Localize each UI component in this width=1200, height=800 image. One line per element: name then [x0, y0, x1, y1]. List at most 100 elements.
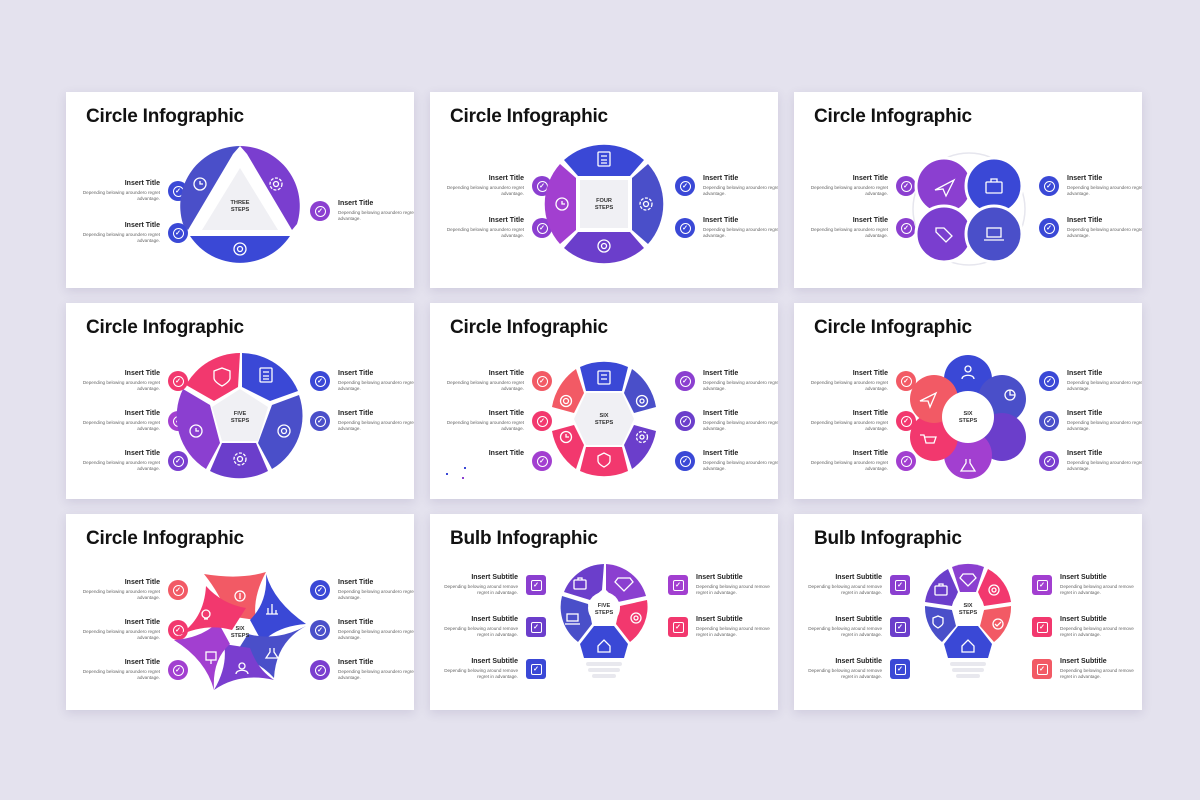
tag-icon: [935, 227, 953, 243]
check-icon: ✓: [890, 659, 910, 679]
check-icon: ✓: [526, 617, 546, 637]
center-label-1: FOUR: [596, 198, 612, 204]
bar-chart-icon: [266, 604, 278, 615]
slide-4[interactable]: Circle Infographic Insert Title Dependin…: [66, 303, 414, 499]
slide-title: Circle Infographic: [86, 106, 244, 127]
segment-left: [176, 389, 220, 469]
item-title: Insert Title: [703, 175, 739, 182]
item-desc: Depending belowing aroundero regret adva…: [810, 460, 888, 471]
bulb-thread: [586, 662, 622, 666]
center-label-1: FIVE: [598, 603, 611, 609]
list-item: Insert Title Depending belowing arounder…: [438, 175, 558, 209]
circle-bottom-right: [964, 204, 1024, 264]
check-icon: ✓: [310, 371, 330, 391]
four-steps-circle: FOUR STEPS: [544, 144, 664, 264]
check-icon: ✓: [1032, 659, 1052, 679]
item-desc: Depending belowing aroundero regret adva…: [1067, 185, 1142, 196]
list-item: Insert Title Depending belowing arounder…: [1039, 410, 1142, 444]
people-icon: [235, 662, 249, 675]
list-item: Insert Subtitle Depending belowing aroun…: [432, 574, 552, 608]
item-desc: Depending belowing aroundero regret adva…: [338, 380, 414, 391]
slide-title: Circle Infographic: [86, 528, 244, 549]
check-icon: ✓: [168, 451, 188, 471]
three-steps-circle: THREE STEPS: [180, 146, 300, 263]
item-title: Insert Subtitle: [471, 616, 518, 623]
item-title: Insert Subtitle: [696, 574, 743, 581]
item-desc: Depending belowing aroundero regret adva…: [1067, 227, 1142, 238]
item-title: Insert Title: [852, 450, 888, 457]
item-title: Insert Title: [338, 410, 374, 417]
home-icon: [961, 639, 975, 653]
check-icon: ✓: [1039, 371, 1059, 391]
lightbulb-icon: [201, 609, 211, 620]
check-icon: ✓: [890, 617, 910, 637]
segment-top-left: [925, 569, 958, 606]
segment-left: [180, 146, 240, 230]
item-title: Insert Title: [338, 619, 374, 626]
center-label-2: STEPS: [595, 205, 614, 211]
dollar-icon: [234, 590, 246, 602]
item-desc: Depending belowing around remove regret …: [444, 668, 518, 679]
item-title: Insert Title: [124, 450, 160, 457]
item-desc: Depending belowing aroundero regret adva…: [703, 185, 778, 196]
slide-2[interactable]: Circle Infographic Insert Title Dependin…: [430, 92, 778, 288]
item-title: Insert Subtitle: [1060, 658, 1107, 665]
item-desc: Depending belowing aroundero regret adva…: [703, 380, 778, 391]
segment-top: [580, 361, 628, 391]
item-desc: Depending belowing aroundero regret adva…: [1067, 460, 1142, 471]
slide-5[interactable]: Circle Infographic Insert Title Dependin…: [430, 303, 778, 499]
item-title: Insert Title: [1067, 370, 1103, 377]
slide-7[interactable]: Circle Infographic Insert Title Dependin…: [66, 514, 414, 710]
slide-8[interactable]: Bulb Infographic Insert Subtitle Dependi…: [430, 514, 778, 710]
center-label-2: STEPS: [231, 207, 250, 213]
target-icon: [233, 242, 247, 256]
gear-icon: [269, 177, 283, 191]
laptop-icon: [565, 613, 580, 625]
list-item: Insert Title Depending belowing arounder…: [802, 370, 922, 404]
segment-top: [952, 563, 984, 592]
item-desc: Depending belowing aroundero regret adva…: [338, 629, 414, 640]
item-title: Insert Title: [124, 619, 160, 626]
item-title: Insert Subtitle: [1060, 616, 1107, 623]
slide-3[interactable]: Circle Infographic Insert Title Dependin…: [794, 92, 1142, 288]
segment-top-right: [242, 353, 298, 401]
item-desc: Depending belowing aroundero regret adva…: [82, 380, 160, 391]
bulb-six-steps: SIX STEPS: [924, 563, 1012, 678]
item-desc: Depending belowing aroundero regret adva…: [810, 185, 888, 196]
list-item: Insert Title Depending belowing arounder…: [675, 370, 778, 404]
slide-6[interactable]: Circle Infographic Insert Title Dependin…: [794, 303, 1142, 499]
check-icon: ✓: [668, 617, 688, 637]
item-title: Insert Title: [124, 370, 160, 377]
lifebuoy-icon: [559, 394, 573, 408]
list-item: Insert Title Depending belowing arounder…: [310, 579, 414, 613]
list-item: Insert Subtitle Depending belowing aroun…: [796, 616, 916, 650]
item-desc: Depending belowing aroundero regret adva…: [82, 629, 160, 640]
four-circles: [912, 152, 1026, 266]
center-label-1: THREE: [231, 200, 250, 206]
target-icon: [597, 239, 611, 253]
laptop-icon: [984, 227, 1004, 241]
item-desc: Depending belowing aroundero regret adva…: [446, 227, 524, 238]
item-title: Insert Title: [852, 217, 888, 224]
item-desc: Depending belowing aroundero regret adva…: [82, 232, 160, 243]
item-desc: Depending belowing around remove regret …: [696, 626, 770, 637]
check-icon: ✓: [532, 371, 552, 391]
item-title: Insert Subtitle: [835, 658, 882, 665]
slide-1[interactable]: Circle Infographic Insert Title Dependin…: [66, 92, 414, 288]
list-item: Insert Title Depending belowing arounder…: [310, 619, 414, 653]
shield-icon: [597, 452, 611, 468]
list-item: Insert Title Depending belowing arounder…: [675, 410, 778, 444]
item-title: Insert Title: [1067, 217, 1103, 224]
check-icon: ✓: [526, 659, 546, 679]
item-desc: Depending belowing aroundero regret adva…: [810, 420, 888, 431]
clock-icon: [193, 177, 207, 191]
segment-bottom: [580, 447, 628, 477]
bulb-thread: [950, 662, 986, 666]
check-icon: ✓: [310, 201, 330, 221]
slide-9[interactable]: Bulb Infographic Insert Subtitle Dependi…: [794, 514, 1142, 710]
user-icon: [961, 365, 975, 380]
item-title: Insert Title: [488, 370, 524, 377]
list-item: Insert Title Depending belowing arounder…: [675, 175, 778, 209]
segment-right: [258, 395, 303, 469]
item-title: Insert Title: [488, 450, 524, 457]
